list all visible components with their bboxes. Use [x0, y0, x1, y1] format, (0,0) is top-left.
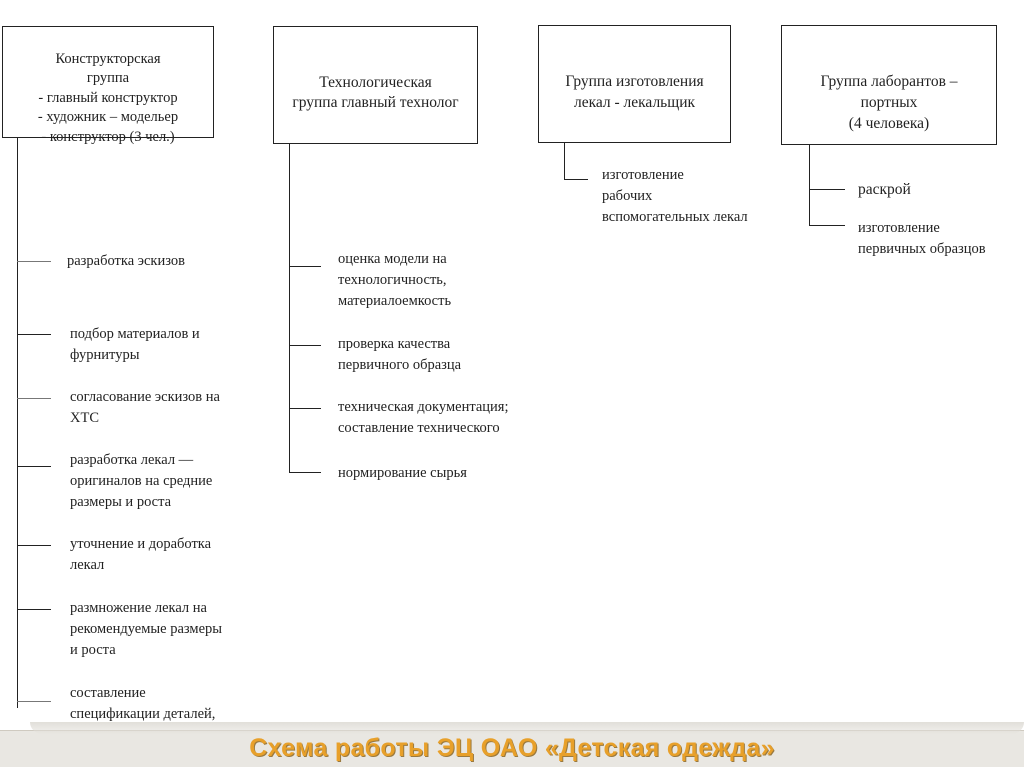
diagram-title: Схема работы ЭЦ ОАО «Детская одежда» [249, 734, 775, 762]
group-label-design: Конструкторская группа - главный констру… [37, 50, 179, 145]
branch-line [289, 266, 321, 267]
group-design-trunk [17, 138, 18, 708]
branch-line [17, 334, 51, 335]
diagram-sheet: Конструкторская группа - главный констру… [0, 0, 1024, 731]
branch-line [809, 189, 845, 190]
task-design-7: составление спецификации деталей, [70, 685, 216, 722]
group-box-patterns: Группа изготовления лекал - лекальщик [538, 25, 731, 143]
task-patterns-1: изготовление рабочих вспомогательных лек… [602, 167, 748, 225]
task-lab-1: раскрой [858, 181, 911, 198]
branch-line [17, 398, 51, 399]
group-lab-trunk [809, 145, 810, 225]
task-technology-3: техническая документация; составление те… [338, 399, 509, 436]
group-label-lab: Группа лаборантов – портных (4 человека) [820, 73, 958, 132]
page-shadow [30, 722, 1024, 734]
task-technology-1: оценка модели на технологичность, матери… [338, 251, 452, 309]
branch-line [17, 466, 51, 467]
group-box-technology: Технологическая группа главный технолог [273, 26, 478, 144]
branch-line [289, 345, 321, 346]
task-design-6: размножение лекал на рекомендуемые разме… [70, 600, 223, 658]
group-label-technology: Технологическая группа главный технолог [292, 74, 459, 111]
task-design-1: разработка эскизов [67, 253, 185, 269]
group-box-design: Конструкторская группа - главный констру… [2, 26, 214, 145]
task-lab-2: изготовление первичных образцов [858, 220, 986, 257]
task-design-3: согласование эскизов на ХТС [70, 389, 220, 426]
branch-line [289, 472, 321, 473]
branch-line [289, 408, 321, 409]
group-label-patterns: Группа изготовления лекал - лекальщик [565, 73, 704, 111]
task-technology-2: проверка качества первичного образца [338, 336, 462, 373]
branch-line [17, 545, 51, 546]
task-design-4: разработка лекал — оригиналов на средние… [70, 452, 213, 510]
branch-line [17, 609, 51, 610]
task-technology-4: нормирование сырья [338, 465, 467, 481]
group-patterns-trunk [564, 143, 565, 179]
task-design-5: уточнение и доработка лекал [70, 536, 212, 573]
task-design-2: подбор материалов и фурнитуры [70, 326, 200, 363]
group-box-lab: Группа лаборантов – портных (4 человека) [781, 25, 997, 145]
group-technology-trunk [289, 144, 290, 472]
branch-line [809, 225, 845, 226]
branch-line [17, 261, 51, 262]
branch-line [564, 179, 588, 180]
branch-line [17, 701, 51, 702]
